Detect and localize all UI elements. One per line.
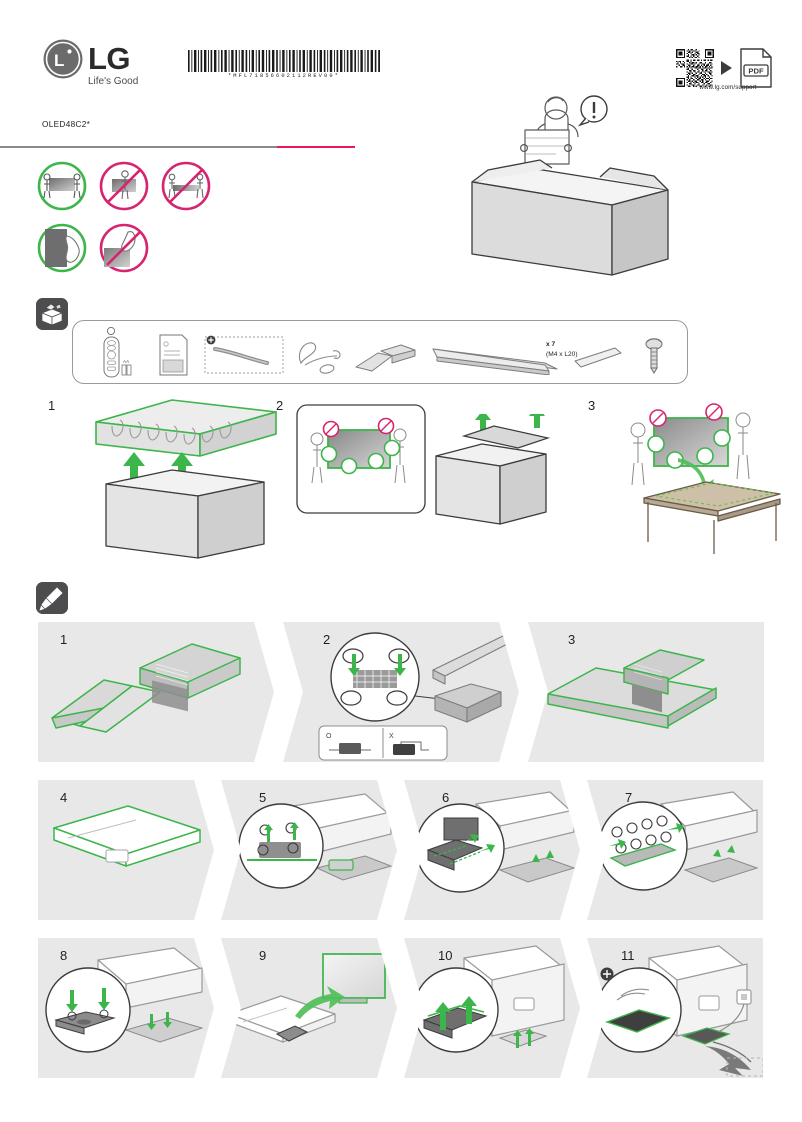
barcode-number: *MFL71856602112REV00*: [227, 73, 341, 79]
header-divider: [0, 146, 355, 148]
support-qr-block[interactable]: PDF: [676, 42, 786, 94]
assembly-step-4: 4: [38, 780, 214, 920]
assembly-step-2-number: 2: [323, 632, 331, 647]
battery-size-label: AA: [123, 359, 130, 364]
pdf-label: PDF: [748, 66, 764, 75]
assembly-step-3: 3: [528, 622, 764, 762]
incorrect-mark: X: [389, 733, 394, 740]
assembly-step-4-number: 4: [60, 790, 68, 805]
carry-lay-flat-no-icon: [160, 160, 212, 212]
assembly-step-11-number: 11: [621, 948, 635, 963]
pdf-file-icon: PDF: [740, 48, 772, 88]
arrow-right-icon: [721, 61, 732, 75]
assembly-step-5: 5: [221, 780, 397, 920]
unbox-step-1-number: 1: [48, 398, 56, 413]
assembly-step-7: 7: [587, 780, 763, 920]
assembly-step-11: 11: [587, 938, 763, 1078]
svg-text:L: L: [54, 51, 64, 70]
barcode: *MFL71856602112REV00*: [186, 50, 382, 82]
cable-cover-accessory: [574, 347, 622, 368]
stand-neck-accessory: [432, 348, 558, 375]
correct-mark: O: [326, 733, 332, 740]
open-box-icon: [36, 298, 68, 330]
support-url: www.lg.com/support: [699, 84, 757, 91]
screw-count: x 7: [546, 341, 556, 348]
screw-spec: x 7 (M4 x L20): [546, 340, 578, 359]
magic-remote-accessory: AA: [103, 327, 132, 378]
svg-text:LG: LG: [88, 41, 130, 76]
assembly-step-3-number: 3: [568, 632, 576, 647]
unbox-step-3-number: 3: [588, 398, 596, 413]
assembly-step-8-number: 8: [60, 948, 68, 963]
assembly-row-2: 4 5: [38, 780, 764, 920]
assembly-step-9: 9: [221, 938, 397, 1078]
unbox-step-3-illustration: [604, 398, 786, 556]
unbox-step-2-detail: [296, 404, 426, 514]
assembly-step-5-number: 5: [259, 790, 267, 805]
read-manual-illustration: [470, 86, 670, 276]
assembly-row-1: 1: [38, 622, 764, 762]
assembly-step-8: 8: [38, 938, 214, 1078]
carry-two-people-ok-icon: [36, 160, 88, 212]
assembly-step-6: 6: [404, 780, 580, 920]
assembly-row-3: 8: [38, 938, 764, 1078]
screw-dimensions: (M4 x L20): [546, 350, 578, 358]
cable-ties-accessory: [298, 342, 341, 374]
unbox-step-2-number: 2: [276, 398, 284, 413]
stand-base-caps-accessory: [355, 344, 416, 372]
qr-code-icon: [676, 49, 714, 87]
carry-one-person-no-icon: [98, 160, 150, 212]
assembly-step-7-number: 7: [625, 790, 633, 805]
unbox-step-2-illustration: [430, 406, 552, 556]
screw-accessory: [645, 338, 663, 374]
assembly-step-6-number: 6: [442, 790, 450, 805]
accessories-box: AA: [72, 320, 688, 384]
touch-screen-no-icon: [98, 222, 150, 274]
assembly-step-1-number: 1: [60, 632, 68, 647]
assembly-step-10-number: 10: [438, 948, 453, 963]
screwdriver-icon: [36, 582, 68, 614]
assembly-step-9-number: 9: [259, 948, 267, 963]
model-number: OLED48C2*: [42, 120, 91, 129]
lg-logo: L LG Life's Good: [38, 38, 188, 90]
assembly-step-1: 1: [38, 622, 274, 762]
hold-edge-ok-icon: [36, 222, 88, 274]
power-cable-accessory: [204, 335, 284, 374]
assembly-step-10: 10: [404, 938, 580, 1078]
assembly-step-2: 2: [283, 622, 519, 762]
unbox-step-1-illustration: [86, 392, 286, 562]
manual-accessory: [159, 334, 188, 376]
svg-text:Life's Good: Life's Good: [88, 76, 138, 87]
handling-instructions: [36, 160, 226, 278]
